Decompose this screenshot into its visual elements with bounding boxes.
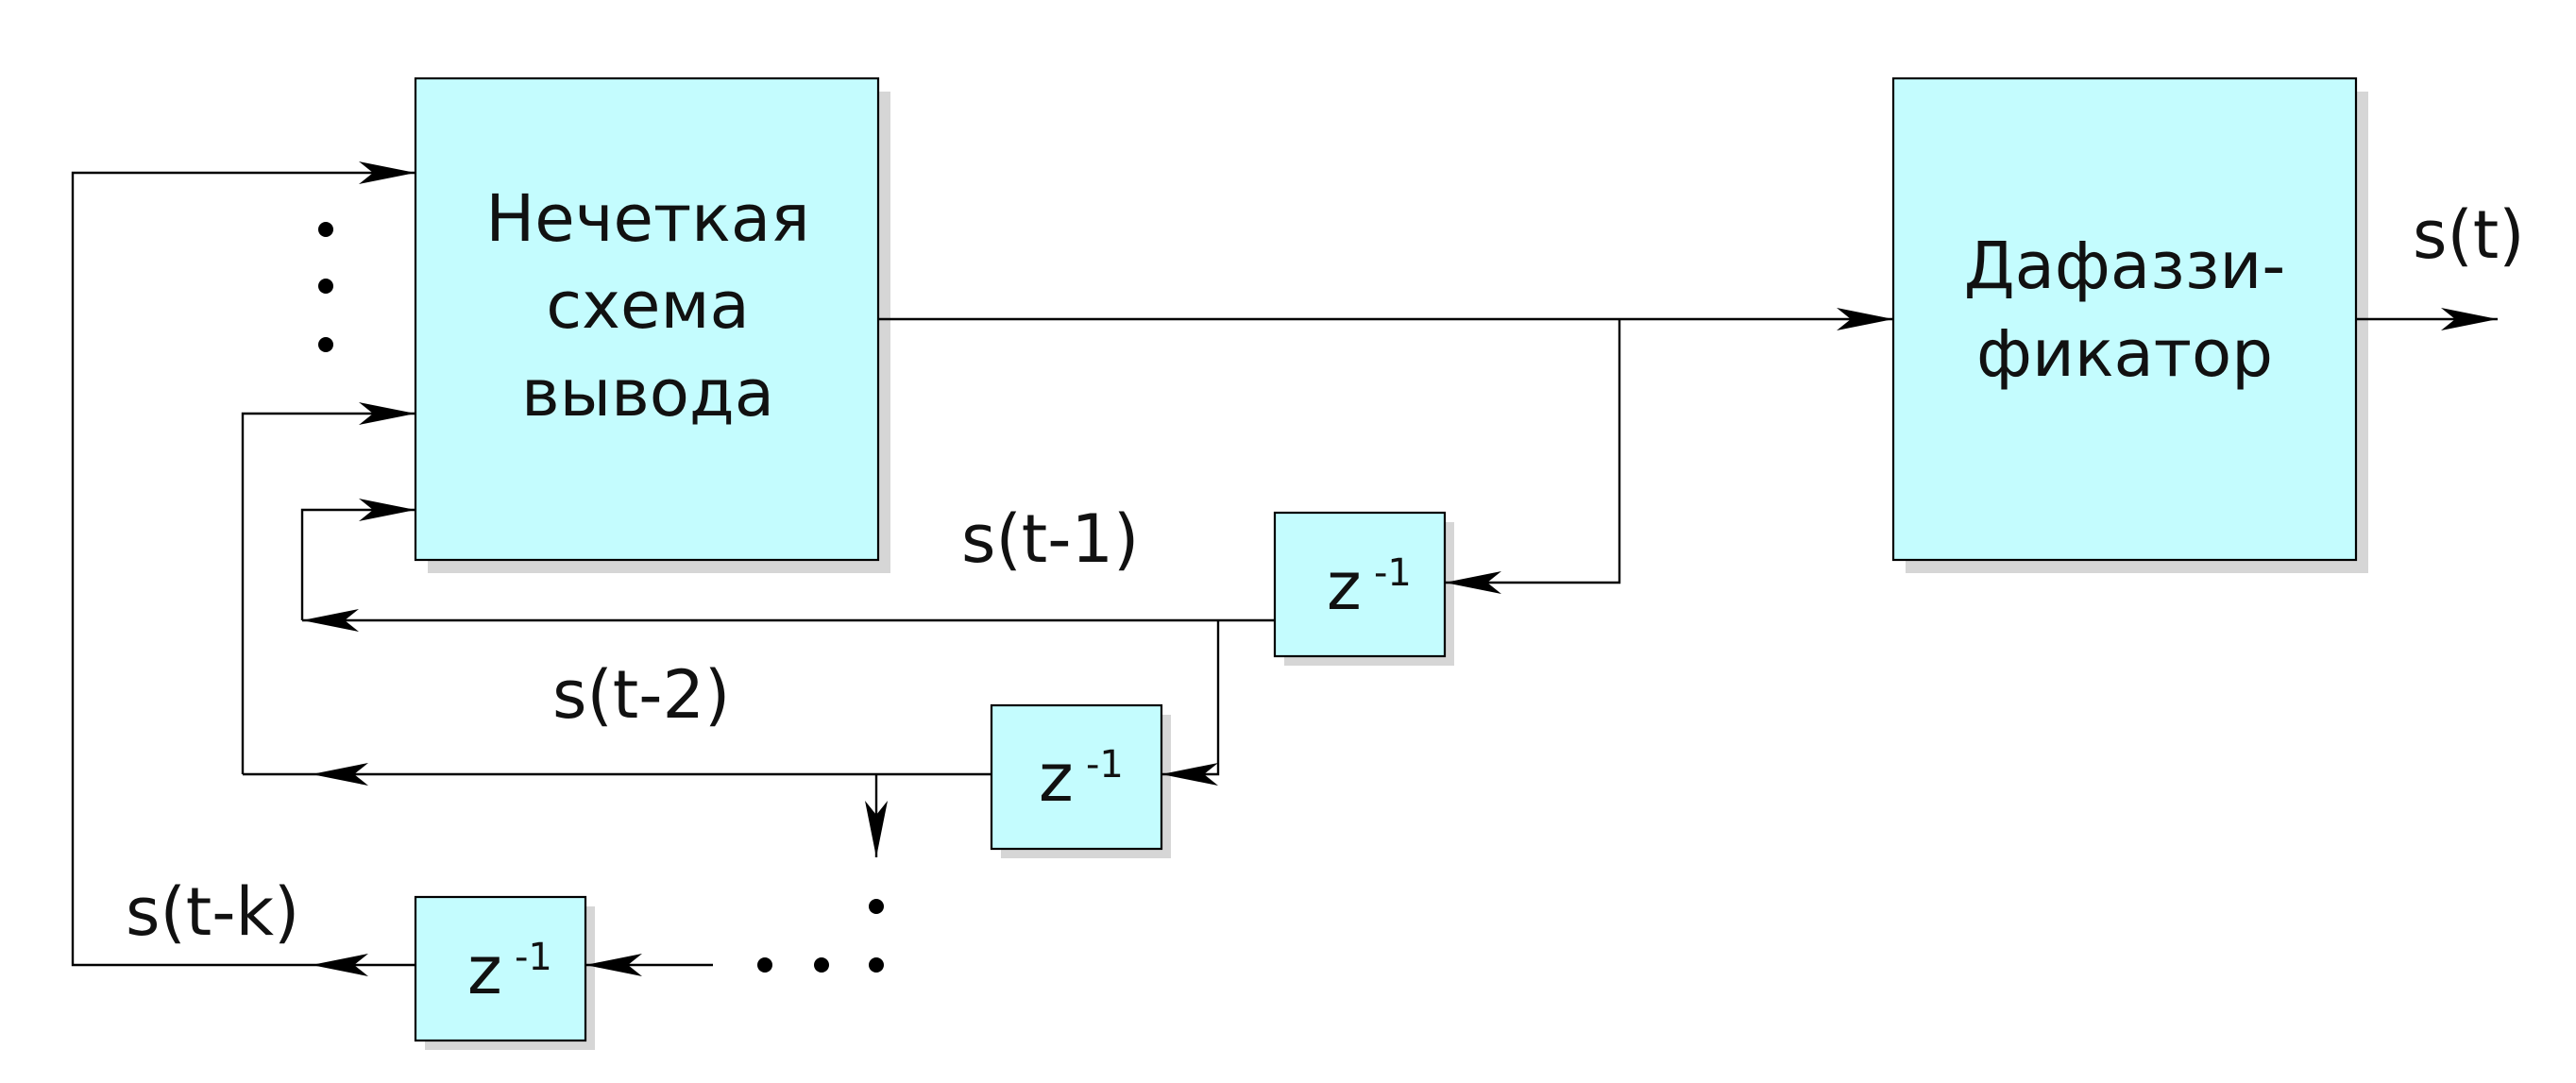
defuzz-block-label-2: фикатор bbox=[1976, 316, 2273, 392]
signal-label-t1: s(t-1) bbox=[961, 500, 1139, 578]
svg-text:-1: -1 bbox=[1086, 743, 1124, 787]
fuzzy-block-label-3: вывода bbox=[521, 356, 774, 432]
fuzzy-inference-block bbox=[414, 76, 880, 562]
svg-text:-1: -1 bbox=[515, 936, 552, 979]
input-arrow-tk bbox=[71, 161, 415, 967]
delay1-to-delay2 bbox=[1161, 620, 1220, 786]
delay-1-label: z -1 bbox=[1327, 548, 1412, 625]
signal-label-tk: s(t-k) bbox=[126, 873, 299, 951]
output-label: s(t) bbox=[2413, 196, 2525, 274]
fuzzy-block-label-2: схема bbox=[546, 268, 750, 344]
delay-block-2 bbox=[990, 703, 1163, 851]
delay-block-k bbox=[414, 895, 587, 1042]
svg-text:z: z bbox=[1039, 739, 1074, 817]
fuzzy-block-label-1: Нечеткая bbox=[485, 181, 809, 257]
svg-text:z: z bbox=[1327, 548, 1362, 625]
delay-2-label: z -1 bbox=[1039, 739, 1124, 817]
delay-k-label: z -1 bbox=[467, 932, 552, 1009]
svg-text:z: z bbox=[467, 932, 502, 1009]
svg-text:-1: -1 bbox=[1374, 551, 1412, 595]
feedback-to-delay1 bbox=[1445, 319, 1621, 594]
chain-continuation-dots bbox=[757, 899, 884, 973]
input-arrow-t2 bbox=[241, 402, 415, 774]
input-arrow-t1 bbox=[300, 499, 415, 620]
input-ellipsis-dots bbox=[318, 222, 333, 352]
signal-label-t2: s(t-2) bbox=[552, 656, 730, 734]
defuzz-block-label-1: Дафаззи- bbox=[1964, 228, 2286, 304]
delay-block-1 bbox=[1273, 511, 1447, 658]
